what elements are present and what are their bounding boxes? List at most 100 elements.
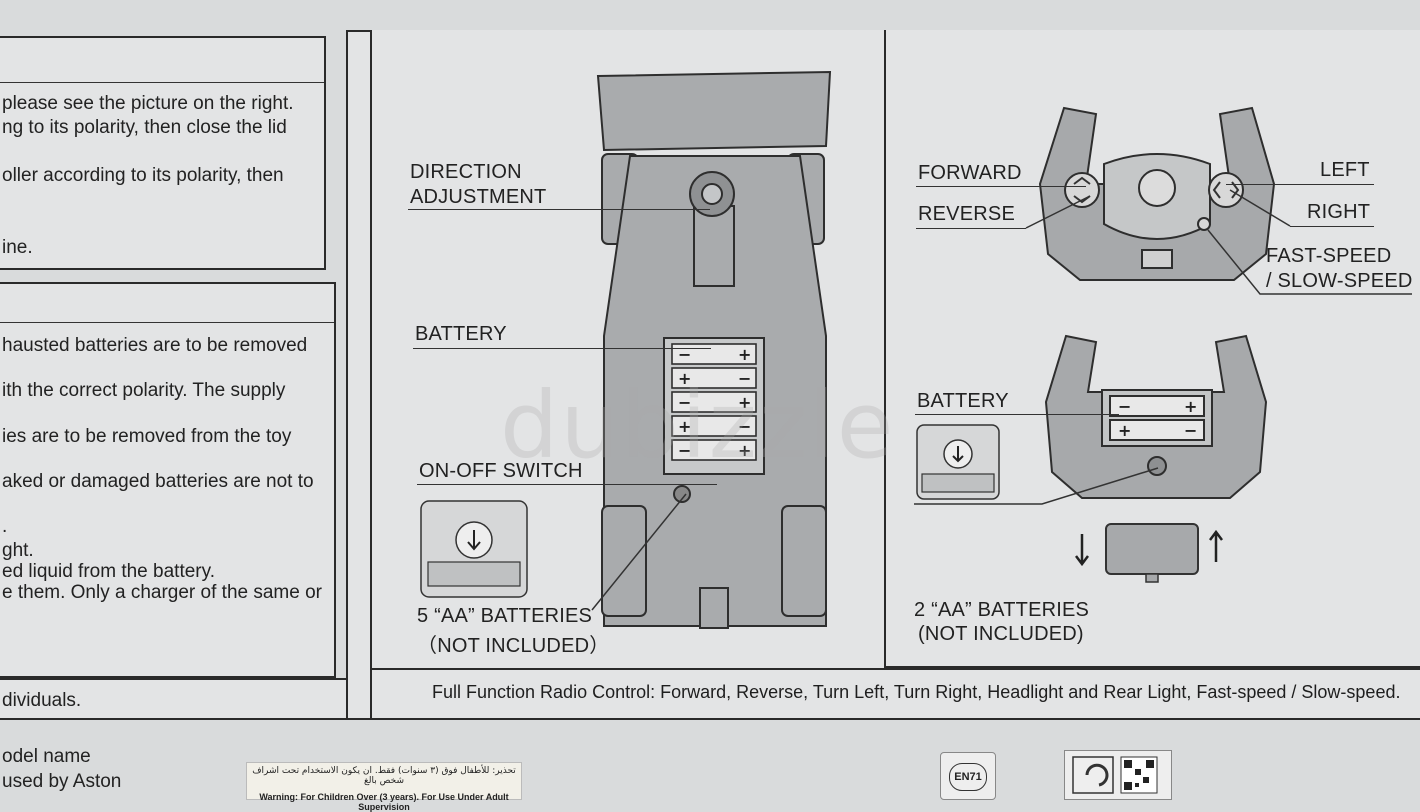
rear-hitch	[699, 587, 729, 629]
instructions-box-top	[0, 36, 326, 270]
label-on-off-switch: ON-OFF SWITCH	[419, 460, 583, 482]
leader-line-reverse	[916, 228, 1026, 229]
instruction-line: ine.	[2, 237, 33, 258]
instruction-line: aked or damaged batteries are not to	[2, 471, 314, 492]
instruction-line: hausted batteries are to be removed	[2, 335, 308, 356]
arrow-up-icon	[1073, 176, 1091, 185]
instructions-footer-box	[0, 678, 350, 720]
warning-arabic: تحذير: للأطفال فوق (٣ سنوات) فقط. ان يكو…	[252, 766, 516, 786]
wheel-rear-right	[781, 505, 827, 617]
battery-cell	[671, 343, 757, 365]
warning-english: Warning: For Children Over (3 years). Fo…	[259, 792, 509, 812]
left-right-button	[1208, 172, 1244, 208]
leader-line-reverse-diag	[1025, 195, 1091, 229]
label-battery-car: BATTERY	[415, 323, 507, 345]
instruction-line: .	[2, 516, 8, 537]
label-forward: FORWARD	[918, 162, 1022, 184]
remote-power-switch	[1147, 456, 1167, 476]
instruction-line: ght.	[2, 540, 34, 561]
arrow-down-icon	[1075, 534, 1089, 567]
on-off-switch	[673, 485, 691, 503]
battery-sign: +	[738, 393, 751, 412]
switch-detail-inset	[420, 500, 528, 598]
instruction-line: ith the correct polarity. The supply	[2, 380, 286, 401]
battery-sign: −	[738, 369, 751, 388]
direction-knob-center	[701, 183, 723, 205]
aston-text: used by Aston	[2, 771, 122, 792]
battery-cell	[1109, 419, 1205, 441]
warning-label: تحذير: للأطفال فوق (٣ سنوات) فقط. ان يكو…	[246, 762, 522, 812]
speed-button	[1197, 217, 1211, 231]
label-not-included-remote: (NOT INCLUDED)	[918, 623, 1084, 645]
leader-line-speed	[1207, 229, 1412, 295]
leader-line-remote-battery	[915, 414, 1119, 415]
instruction-line: ng to its polarity, then close the lid	[2, 117, 287, 138]
battery-cell	[671, 367, 757, 389]
battery-sign: −	[678, 441, 691, 460]
box-divider	[0, 82, 324, 83]
battery-sign: +	[1184, 397, 1197, 416]
en71-text: EN71	[949, 763, 987, 791]
qr-code-icon	[1072, 756, 1158, 794]
arrow-down-icon	[467, 530, 481, 551]
instruction-line: please see the picture on the right.	[2, 93, 294, 114]
label-not-included-car: （NOT INCLUDED）	[417, 635, 610, 657]
en71-badge: EN71	[940, 752, 996, 800]
forward-reverse-button	[1064, 172, 1100, 208]
battery-sign: −	[1118, 397, 1131, 416]
model-name-text: odel name	[2, 746, 91, 767]
leader-line-right-diag	[1229, 189, 1291, 227]
leader-line-forward	[916, 186, 1086, 187]
label-fast-speed: FAST-SPEED	[1266, 245, 1392, 267]
instruction-line: ies are to be removed from the toy	[2, 426, 292, 447]
label-adjustment: ADJUSTMENT	[410, 186, 547, 208]
label-direction: DIRECTION	[410, 161, 522, 183]
instruction-footer-line: dividuals.	[2, 690, 82, 711]
battery-cell	[671, 415, 757, 437]
arrow-up-icon	[1209, 529, 1223, 562]
leader-line-right	[1290, 226, 1374, 227]
leader-line-switch	[417, 484, 717, 485]
leader-line-direction	[408, 209, 710, 210]
label-left: LEFT	[1320, 159, 1370, 181]
remote-center-dial	[1138, 169, 1176, 207]
label-reverse: REVERSE	[918, 203, 1015, 225]
battery-cell	[671, 391, 757, 413]
instructions-box-bottom	[0, 282, 336, 678]
instruction-line: ed liquid from the battery.	[2, 561, 215, 582]
battery-cover	[1105, 523, 1199, 575]
label-right: RIGHT	[1307, 201, 1371, 223]
box-divider	[0, 322, 334, 323]
remote-switch-inset	[916, 424, 1000, 500]
battery-sign: +	[738, 441, 751, 460]
leader-line-battery	[413, 348, 711, 349]
battery-sign: +	[738, 345, 751, 364]
front-bumper	[596, 70, 832, 152]
wheel-rear-left	[601, 505, 647, 617]
battery-cover-diagram	[1075, 523, 1223, 583]
label-battery-remote: BATTERY	[917, 390, 1009, 412]
battery-cell	[1109, 395, 1205, 417]
label-2-aa-batteries: 2 “AA” BATTERIES	[914, 599, 1090, 621]
battery-sign: −	[678, 393, 691, 412]
battery-sign: +	[678, 417, 691, 436]
arrow-left-icon	[1212, 181, 1221, 199]
battery-sign: +	[678, 369, 691, 388]
label-slow-speed: / SLOW-SPEED	[1266, 270, 1413, 292]
battery-cell	[671, 439, 757, 461]
leader-line-left	[1226, 184, 1374, 185]
battery-sign: −	[1184, 421, 1197, 440]
caption-box	[370, 668, 1420, 720]
qr-code-badge	[1064, 750, 1172, 800]
instruction-line: oller according to its polarity, then	[2, 165, 284, 186]
remote-back-diagram: − + + −	[1044, 334, 1268, 499]
arrow-down-icon	[952, 446, 964, 463]
instruction-line: e them. Only a charger of the same or	[2, 582, 322, 603]
leader-line-batteries	[591, 493, 687, 611]
feature-caption: Full Function Radio Control: Forward, Re…	[432, 682, 1401, 702]
steering-mount	[693, 205, 735, 287]
leader-line-remote-switch	[914, 467, 1159, 505]
label-5-aa-batteries: 5 “AA” BATTERIES	[417, 605, 593, 627]
battery-sign: +	[1118, 421, 1131, 440]
battery-sign: −	[678, 345, 691, 364]
